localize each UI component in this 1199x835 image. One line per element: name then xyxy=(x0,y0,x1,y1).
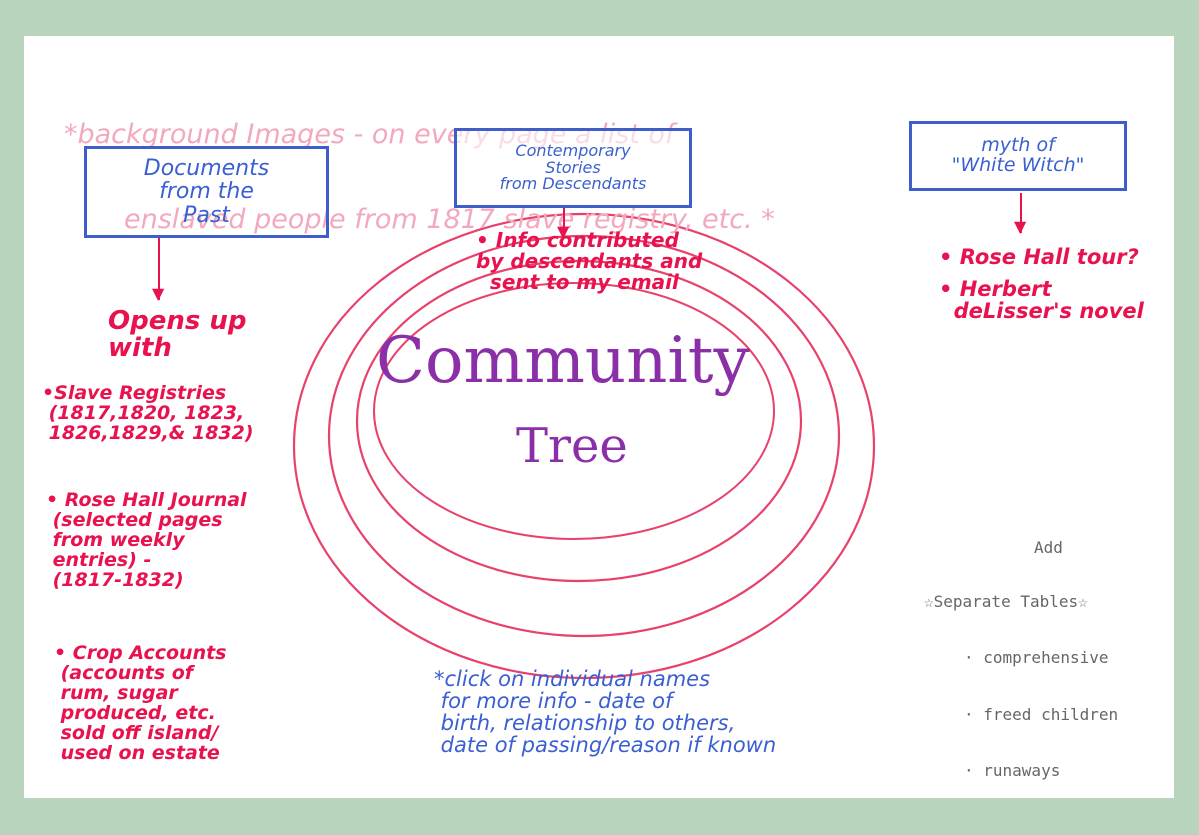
gray-note: Add ☆Separate Tables☆ · comprehensive · … xyxy=(924,506,1118,798)
gray-note-item2: · freed children xyxy=(964,704,1119,724)
left-item-slave-registries: •Slave Registries (1817,1820, 1823, 1826… xyxy=(42,382,254,444)
arrow-myth: ▼ xyxy=(1014,193,1028,235)
center-note: • Info contributed by descendants and se… xyxy=(476,228,703,294)
documents-box: Documents from the Past xyxy=(84,146,329,238)
gray-note-item1: · comprehensive xyxy=(964,648,1109,668)
documents-box-label: Documents from the Past xyxy=(143,156,270,228)
left-item-crop-accounts: • Crop Accounts (accounts of rum, sugar … xyxy=(54,642,227,764)
stories-box-label: Contemporary Stories from Descendants xyxy=(499,140,647,194)
ring-inner-1 xyxy=(355,259,803,583)
gray-note-item3: · runaways xyxy=(964,761,1061,781)
arrow-documents: ▼ xyxy=(152,238,166,302)
ring-outer xyxy=(292,212,876,680)
center-title-line2: Tree xyxy=(516,418,628,474)
bottom-note: *click on individual names for more info… xyxy=(434,667,777,758)
background-note-line2: enslaved people from 1817 slave registry… xyxy=(124,203,775,235)
ring-middle xyxy=(327,234,841,638)
right-item-rose-hall-tour: • Rose Hall tour? xyxy=(939,245,1139,269)
center-title-line1: Community xyxy=(376,324,750,398)
gray-note-add: Add xyxy=(1034,537,1063,557)
stories-box: Contemporary Stories from Descendants xyxy=(454,128,692,208)
right-item-novel: • Herbert deLisser's novel xyxy=(939,277,1144,324)
left-item-rose-hall-journal: • Rose Hall Journal (selected pages from… xyxy=(46,489,247,591)
gray-note-tables: ☆Separate Tables☆ xyxy=(924,591,1088,611)
arrow-stories: ▼ xyxy=(557,208,571,240)
left-heading: Opens up with xyxy=(108,306,247,364)
myth-box: myth of "White Witch" xyxy=(909,121,1127,191)
concentric-rings xyxy=(292,212,876,680)
myth-box-label: myth of "White Witch" xyxy=(951,134,1085,176)
sketch-paper: *background Images - on every page a lis… xyxy=(24,36,1174,798)
ring-inner-2 xyxy=(373,282,775,540)
